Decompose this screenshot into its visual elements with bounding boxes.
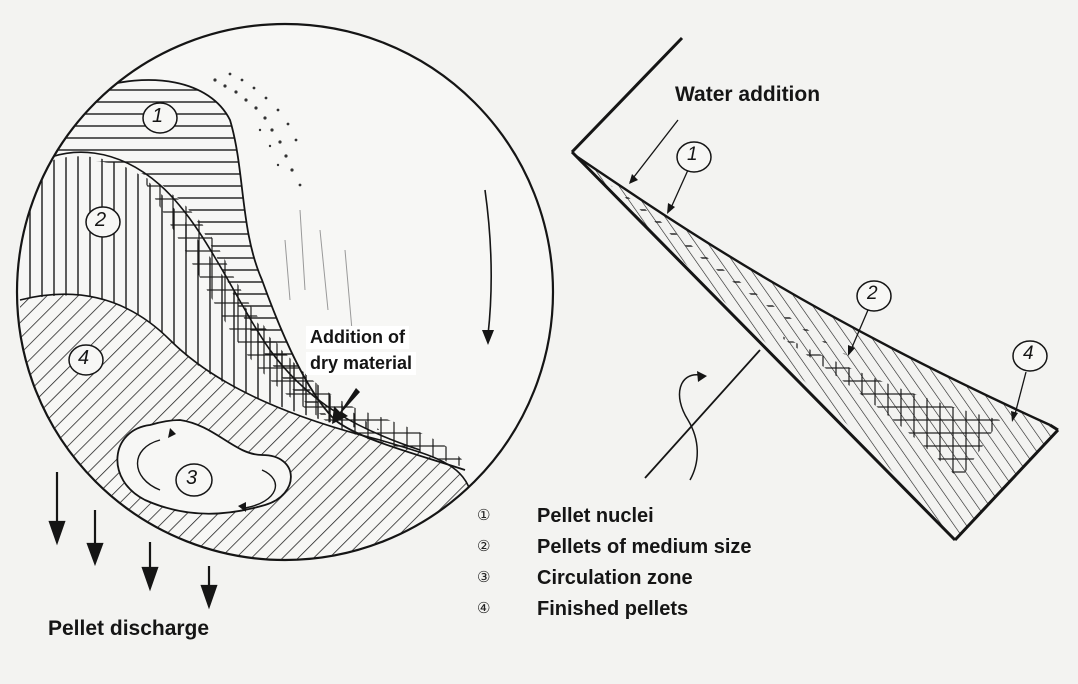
zone-1-region (30, 80, 330, 420)
dry-material-label-line1: Addition of (306, 326, 409, 349)
falling-dry-material (213, 72, 302, 187)
legend-text-1: Pellet nuclei (537, 505, 654, 527)
material-streaks (284, 209, 353, 331)
zone-marker-1 (142, 102, 178, 134)
section-number-2: 2 (867, 283, 878, 304)
legend-symbol-1: ① (477, 506, 491, 524)
water-addition-label: Water addition (675, 83, 821, 106)
zone-number-1: 1 (152, 105, 164, 127)
pelletizing-disc (15, 22, 555, 562)
section-number-4: 4 (1023, 343, 1034, 364)
cross-section-marker-2 (856, 280, 892, 312)
legend-text-4: Finished pellets (537, 598, 689, 620)
rotation-arrow (484, 189, 492, 336)
legend-text-3: Circulation zone (537, 567, 693, 589)
cross-section-marker-1 (676, 141, 712, 173)
zone-number-3: 3 (186, 467, 198, 489)
zone-number-4: 4 (78, 347, 90, 369)
cross-section-marker-4 (1012, 340, 1048, 372)
zone-4-region (20, 294, 470, 560)
disc-cross-section (570, 36, 1060, 542)
legend-symbol-4: ④ (477, 599, 491, 617)
dry-material-arrow (332, 388, 360, 424)
zone-marker-2 (85, 206, 121, 238)
zone-marker-3 (175, 463, 213, 497)
section-number-1: 1 (687, 144, 698, 165)
zone-marker-4 (68, 344, 104, 376)
zone-number-2: 2 (95, 209, 107, 231)
pellet-discharge-arrows (48, 472, 218, 610)
legend-symbol-2: ② (477, 537, 491, 555)
legend-symbol-3: ③ (477, 568, 491, 586)
legend-text-2: Pellets of medium size (537, 536, 752, 558)
zone-transition-region (140, 175, 470, 470)
pellet-discharge-label: Pellet discharge (48, 617, 210, 640)
dry-material-label-line2: dry material (306, 352, 417, 375)
